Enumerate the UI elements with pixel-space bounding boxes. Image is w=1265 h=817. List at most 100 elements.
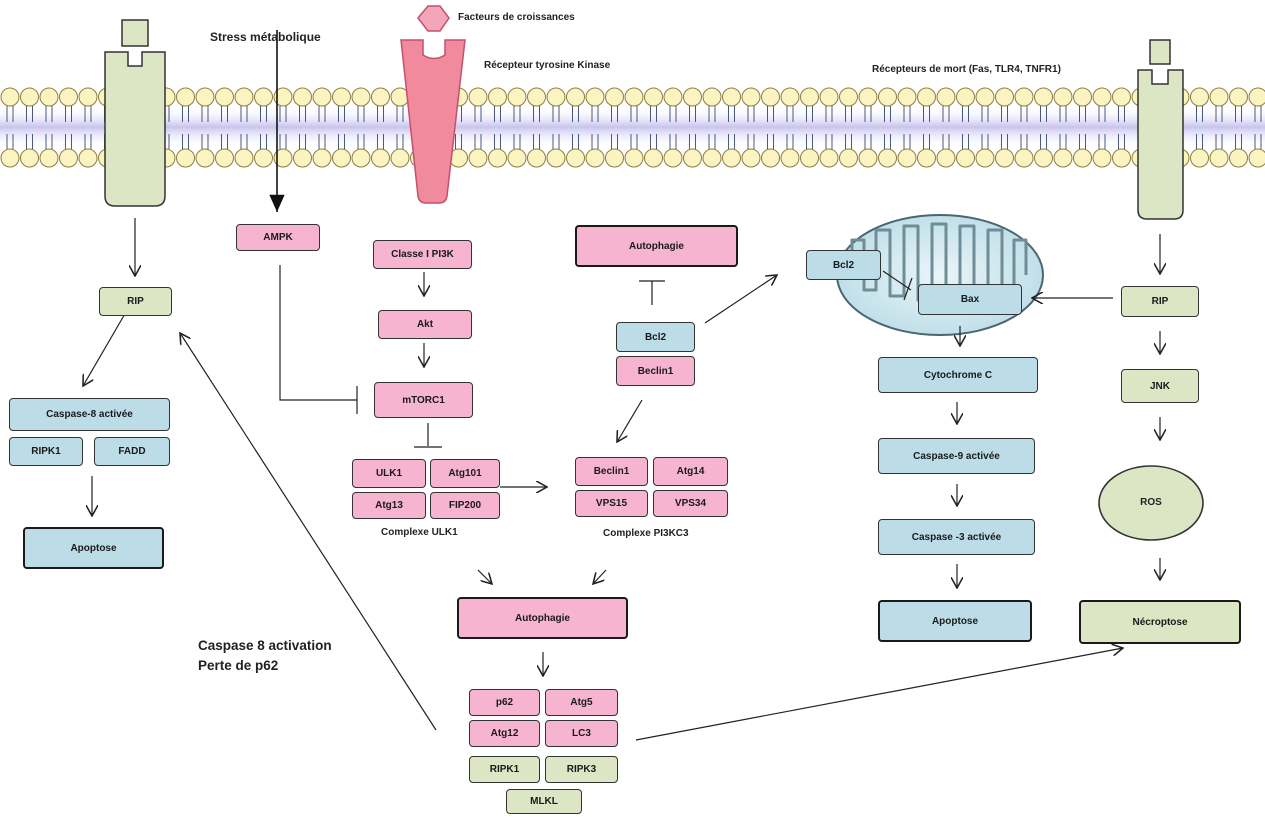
lipid-tail: [377, 106, 384, 149]
lipid-tail: [1098, 106, 1106, 149]
lipid-head: [176, 87, 195, 107]
lipid-tail: [318, 106, 326, 149]
lipid-tail: [864, 106, 872, 149]
lipid-head: [176, 148, 195, 168]
lipid-head: [741, 148, 761, 168]
vps34-node: VPS34: [653, 490, 728, 517]
rtk-label: Récepteur tyrosine Kinase: [484, 60, 611, 71]
arrow-bcl2-mito: [704, 275, 777, 324]
receptor-tyrosine-kinase: [400, 5, 466, 204]
lipid-tail: [806, 106, 813, 149]
rip-right-node: RIP: [1121, 286, 1199, 317]
lipid-tail: [1196, 106, 1203, 149]
lipid-tail: [1215, 106, 1223, 149]
lipid-tail: [1001, 106, 1008, 149]
perte-p62-label: Perte de p62: [198, 658, 279, 673]
death-receptor-left: [104, 19, 166, 207]
lipid-head: [936, 87, 956, 107]
lipid-head: [663, 148, 683, 168]
lipid-tail: [1254, 106, 1262, 149]
lipid-head: [1053, 148, 1073, 168]
lipid-tail: [533, 106, 540, 149]
fip200-node: FIP200: [430, 492, 500, 519]
lipid-head: [507, 87, 527, 107]
lipid-tail: [279, 106, 287, 149]
lipid-tail: [299, 106, 306, 149]
lipid-head: [1209, 148, 1229, 168]
lipid-head: [332, 87, 351, 107]
lipid-tail: [513, 106, 521, 149]
lipid-tail: [689, 106, 696, 149]
lipid-head: [956, 148, 975, 168]
lipid-head: [215, 148, 234, 168]
lipid-tail: [1235, 106, 1242, 149]
arrow-complex-rip-left: [180, 333, 437, 731]
lipid-tail: [611, 106, 618, 149]
lipid-head: [936, 148, 956, 168]
lipid-head: [20, 87, 39, 107]
lipid-head: [917, 87, 936, 107]
autophagie-top-node: Autophagie: [575, 225, 738, 267]
lipid-head: [683, 148, 702, 168]
lipid-head: [897, 148, 917, 168]
lipid-head: [741, 87, 761, 107]
lipid-tail: [1040, 106, 1047, 149]
lipid-head: [195, 148, 215, 168]
lipid-head: [468, 87, 488, 107]
lipid-head: [1248, 87, 1265, 107]
lipid-head: [995, 148, 1014, 168]
cytochrome-c-node: Cytochrome C: [878, 357, 1038, 393]
death-receptor-right: [1137, 39, 1184, 220]
caspase9-node: Caspase-9 activée: [878, 438, 1035, 474]
stress-label: Stress métabolique: [210, 30, 321, 44]
lipid-head: [254, 148, 273, 168]
complexe-ulk1-label: Complexe ULK1: [381, 527, 458, 538]
lipid-head: [800, 148, 819, 168]
ulk1-node: ULK1: [352, 459, 426, 488]
lipid-head: [1092, 148, 1112, 168]
lipid-tail: [552, 106, 560, 149]
lipid-head: [371, 148, 390, 168]
lipid-head: [897, 87, 917, 107]
lipid-tail: [221, 106, 228, 149]
lipid-head: [20, 148, 39, 168]
arrow-complex-necroptose: [635, 648, 1123, 741]
lipid-head: [527, 148, 546, 168]
lipid-tail: [357, 106, 365, 149]
lipid-head: [371, 87, 390, 107]
lc3-node: LC3: [545, 720, 618, 747]
lipid-head: [78, 87, 98, 107]
lipid-head: [195, 87, 215, 107]
lipid-head: [1229, 87, 1248, 107]
lipid-tail: [396, 106, 404, 149]
lipid-head: [858, 87, 878, 107]
atg5-node: Atg5: [545, 689, 618, 716]
lipid-head: [332, 148, 351, 168]
lipid-tail: [923, 106, 930, 149]
lipid-head: [722, 87, 741, 107]
lipid-head: [0, 148, 20, 168]
lipid-tail: [240, 106, 248, 149]
ripk1-bottom-node: RIPK1: [469, 756, 540, 783]
lipid-head: [975, 148, 995, 168]
lipid-head: [624, 148, 644, 168]
rip-left-node: RIP: [99, 287, 172, 316]
lipid-head: [702, 148, 722, 168]
lipid-tail: [1059, 106, 1067, 149]
lipid-tail: [1079, 106, 1086, 149]
connectors: [83, 30, 1160, 741]
lipid-head: [468, 148, 488, 168]
lipid-tail: [845, 106, 852, 149]
arrow-rip-caspase8: [83, 311, 127, 386]
lipid-head: [1112, 148, 1131, 168]
lipid-head: [644, 87, 663, 107]
lipid-head: [78, 148, 98, 168]
lipid-tail: [1118, 106, 1125, 149]
lipid-tail: [201, 106, 209, 149]
atg13-node: Atg13: [352, 492, 426, 519]
lipid-head: [234, 148, 254, 168]
jnk-node: JNK: [1121, 369, 1199, 403]
lipid-head: [1190, 87, 1209, 107]
atg101-node: Atg101: [430, 459, 500, 488]
